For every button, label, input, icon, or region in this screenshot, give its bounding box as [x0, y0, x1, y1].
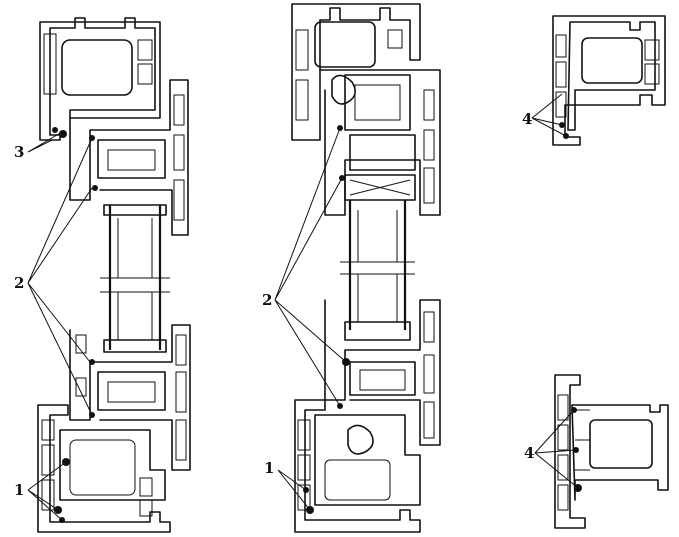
middle-leader-lines [274, 127, 347, 511]
label-1-middle: 1 [264, 459, 274, 477]
label-3-left: 3 [14, 143, 24, 161]
right-bottom-profile [554, 374, 669, 529]
label-4-right-bottom: 4 [524, 444, 534, 462]
left-leader-lines [27, 131, 93, 521]
label-4-right-top: 4 [522, 110, 532, 128]
right-bottom-leader-lines [534, 409, 579, 489]
right-top-profile [552, 15, 666, 146]
right-top-leader-lines [531, 93, 567, 137]
middle-profile-assembly [291, 3, 441, 533]
label-2-middle: 2 [262, 291, 272, 309]
left-profile-assembly [37, 17, 191, 533]
label-1-left: 1 [14, 481, 24, 499]
label-2-left: 2 [14, 274, 24, 292]
